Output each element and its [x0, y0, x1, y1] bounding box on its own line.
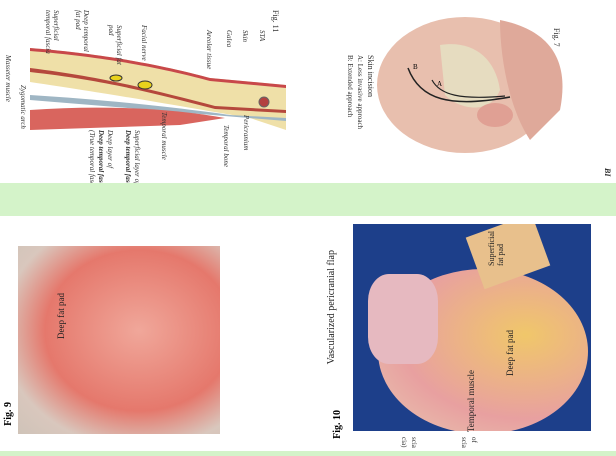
label-superficial-fat-pad: Superficial fat pad	[107, 25, 123, 65]
incision-a-label: A	[437, 80, 443, 88]
fig9-label-deep-fat-pad: Deep fat pad	[56, 293, 66, 339]
label-superficial-temporal-fascia: Superficial temporal fascia	[44, 10, 60, 54]
label-masseter: Masseter muscle	[4, 55, 12, 102]
page-edge-text: BI	[603, 168, 612, 177]
label-true-fascia: (True temporal fascia)	[88, 130, 96, 193]
label-temporal-muscle: Temporal muscle	[160, 112, 168, 160]
fig7-title: Fig. 7	[552, 28, 561, 47]
highlight-band	[0, 183, 616, 216]
fragment-text: of	[470, 437, 478, 443]
fig10-label-muscle: Temporal muscle	[466, 370, 476, 433]
fig10-title: Fig. 10	[332, 410, 343, 439]
fig7-caption-1: Skin incision	[366, 55, 375, 98]
fragment-text: scia	[410, 437, 418, 448]
label-facial-nerve: Facial nerve	[140, 25, 148, 61]
label-superficial-layer: Superficial layer of	[133, 130, 141, 185]
incision-b-label: B	[413, 63, 418, 71]
label-zygomatic-arch: Zygomatic arch	[19, 85, 27, 129]
fig9-photo	[18, 246, 220, 434]
fig7-caption-2: A: Less invasive approach	[356, 55, 364, 130]
fig9-title: Fig. 9	[3, 402, 14, 426]
bottom-band	[0, 451, 616, 456]
fragment-text: scia	[460, 437, 468, 448]
fragment-text: cia)	[400, 437, 408, 448]
fig10-label-deep: Deep fat pad	[505, 330, 515, 376]
label-galea: Galea	[225, 30, 233, 48]
fascia-layers-illustration	[30, 48, 286, 130]
head-illustration	[377, 17, 563, 153]
fig10-photo	[353, 224, 591, 431]
fig11-title: Fig. 11	[271, 10, 280, 33]
label-deep-layer: Deep layer of	[106, 130, 114, 169]
label-skin: Skin	[241, 30, 249, 43]
label-temporal-bone: Temporal bone	[222, 125, 230, 167]
label-areolar: Areolar tissue	[205, 30, 213, 70]
label-sta: STA	[258, 30, 266, 42]
fig10-label-flap: Vascularized pericranial flap	[326, 250, 337, 365]
label-pericranium: Pericranium	[242, 115, 250, 151]
label-superficial-layer-2: Deep temporal fascia	[124, 130, 132, 192]
fig7-caption-3: B: Extended approach	[346, 55, 354, 118]
label-deep-layer-2: Deep temporal fascia	[97, 130, 105, 192]
label-deep-temporal-fat-pad: Deep temporal fat pad	[74, 10, 90, 52]
fig10-label-superficial: Superficial fat pad	[487, 230, 505, 266]
